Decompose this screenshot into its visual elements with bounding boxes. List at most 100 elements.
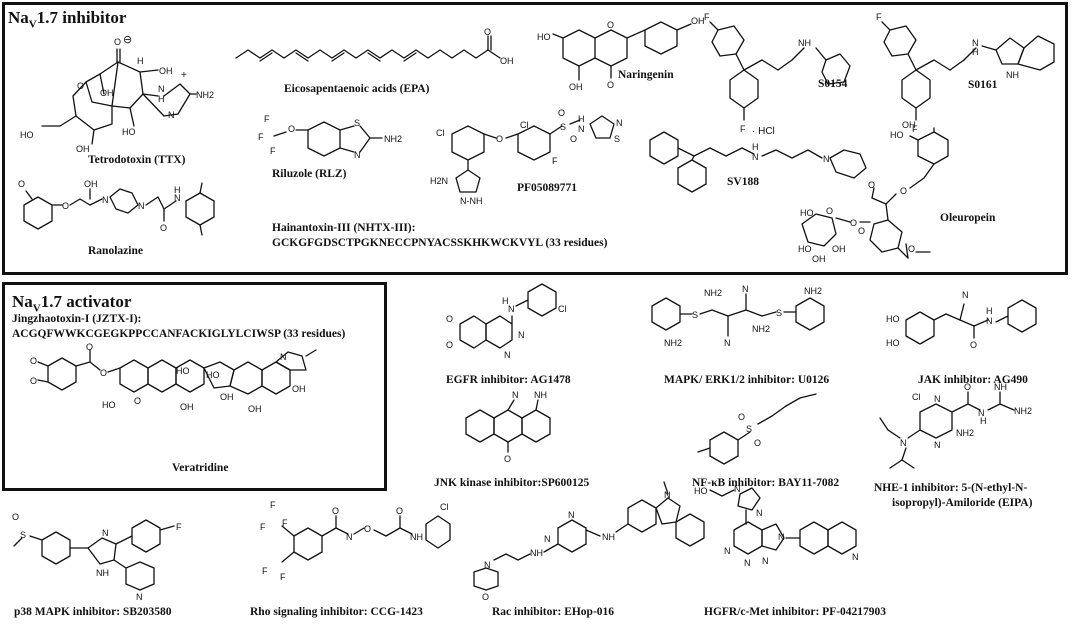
svg-text:N: N xyxy=(962,290,969,300)
svg-text:N: N xyxy=(174,193,181,203)
svg-text:N: N xyxy=(354,150,361,160)
svg-text:N: N xyxy=(778,532,785,542)
pf04217903-label: HGFR/c-Met inhibitor: PF-04217903 xyxy=(704,606,887,618)
svg-text:Cl: Cl xyxy=(436,128,445,138)
svg-text:HO: HO xyxy=(886,338,900,348)
svg-text:O: O xyxy=(754,438,761,448)
ccg1423-label: Rho signaling inhibitor: CCG-1423 xyxy=(250,606,423,618)
svg-text:HO: HO xyxy=(102,400,116,410)
sv188-structure: H N N · HCl xyxy=(649,126,867,193)
svg-text:O: O xyxy=(908,244,915,254)
svg-text:O: O xyxy=(868,180,875,190)
tetrodotoxin-structure: O ⊖ O OH H OH N H + NH2 N HO HO OH xyxy=(20,34,214,154)
svg-text:F: F xyxy=(282,518,288,528)
svg-text:⊖: ⊖ xyxy=(123,34,132,46)
pf05089771-structure: Cl O Cl F S O O H N N S H2N N-NH xyxy=(430,108,623,206)
ttx-label: Tetrodotoxin (TTX) xyxy=(88,154,186,166)
svg-text:F: F xyxy=(264,114,270,124)
svg-text:O: O xyxy=(288,124,295,134)
inhibitor-panel xyxy=(2,2,1068,275)
svg-text:NH2: NH2 xyxy=(752,324,770,334)
svg-text:· HCl: · HCl xyxy=(752,126,775,137)
svg-text:H: H xyxy=(158,94,165,104)
svg-text:NH: NH xyxy=(798,38,811,48)
pf04217903-structure: HO N N N N N N N xyxy=(694,484,859,568)
svg-text:F: F xyxy=(258,132,264,142)
svg-text:NH: NH xyxy=(410,532,423,542)
svg-text:N: N xyxy=(852,552,859,562)
svg-text:H: H xyxy=(972,47,979,57)
sb203580-label: p38 MAPK inhibitor: SB203580 xyxy=(14,606,172,618)
svg-text:N: N xyxy=(724,338,731,348)
svg-text:OH: OH xyxy=(248,404,262,414)
svg-text:H: H xyxy=(502,296,509,306)
veratridine-structure: O O O O N O HO HO HO OH OH OH OH xyxy=(30,342,317,414)
svg-text:S: S xyxy=(20,530,26,540)
svg-text:OH: OH xyxy=(159,66,173,76)
pf05089771-label: PF05089771 xyxy=(517,182,578,194)
svg-text:NH: NH xyxy=(534,390,547,400)
oleuropein-label: Oleuropein xyxy=(940,212,996,224)
svg-text:O: O xyxy=(114,37,121,47)
svg-text:OH: OH xyxy=(569,82,583,92)
svg-text:S: S xyxy=(692,310,698,320)
svg-text:O: O xyxy=(160,223,167,233)
eipa-structure: Cl N N O N H NH NH2 NH2 N xyxy=(879,382,1032,469)
svg-text:HO: HO xyxy=(800,208,814,218)
svg-text:N: N xyxy=(158,84,165,94)
svg-text:HO: HO xyxy=(537,32,551,42)
svg-text:NH: NH xyxy=(1006,70,1019,80)
ag490-structure: HO HO N O H N xyxy=(886,290,1037,350)
svg-text:N: N xyxy=(986,316,993,326)
svg-text:OH: OH xyxy=(812,254,826,264)
svg-text:O: O xyxy=(482,592,489,602)
svg-text:OH: OH xyxy=(500,56,514,66)
svg-text:O: O xyxy=(134,396,141,406)
svg-text:OH: OH xyxy=(902,120,916,130)
svg-text:N: N xyxy=(752,152,759,162)
svg-text:N: N xyxy=(664,490,671,500)
svg-text:O: O xyxy=(570,134,577,144)
svg-text:O: O xyxy=(504,454,511,464)
svg-text:N: N xyxy=(900,438,907,448)
svg-text:OH: OH xyxy=(292,384,306,394)
svg-text:O: O xyxy=(12,512,19,522)
svg-text:O: O xyxy=(30,376,37,386)
sv188-label: SV188 xyxy=(727,176,759,188)
svg-text:O: O xyxy=(850,218,857,228)
svg-text:N: N xyxy=(972,38,979,48)
svg-text:H2N: H2N xyxy=(430,176,448,186)
svg-text:NH2: NH2 xyxy=(384,134,402,144)
svg-text:N: N xyxy=(823,154,830,164)
sp600125-structure: N NH O xyxy=(465,390,551,464)
svg-text:N: N xyxy=(568,510,575,520)
svg-text:HO: HO xyxy=(20,130,34,140)
svg-text:HO: HO xyxy=(798,244,812,254)
svg-text:N: N xyxy=(762,556,769,566)
svg-text:H: H xyxy=(986,306,993,316)
ranolazine-structure: O O OH N N O H N xyxy=(18,179,215,236)
naringenin-label: Naringenin xyxy=(618,69,674,81)
jztx-name: Jingzhaotoxin-I (JZTX-I): xyxy=(12,313,142,325)
svg-text:N: N xyxy=(724,546,731,556)
s0154-label: S0154 xyxy=(818,78,848,90)
svg-text:O: O xyxy=(900,186,907,196)
svg-text:H: H xyxy=(137,56,144,66)
svg-text:O: O xyxy=(77,81,84,91)
svg-text:O: O xyxy=(30,356,37,366)
svg-text:O: O xyxy=(62,201,69,211)
svg-text:F: F xyxy=(912,124,918,134)
ccg1423-structure: F F F F F O N O O NH Cl xyxy=(260,500,451,582)
svg-text:F: F xyxy=(704,12,710,22)
svg-text:F: F xyxy=(270,146,276,156)
s0161-structure: F N H NH F xyxy=(876,12,1055,134)
s0161-label: S0161 xyxy=(968,79,998,91)
svg-text:NH: NH xyxy=(602,532,615,542)
svg-text:F: F xyxy=(876,12,882,22)
svg-text:O: O xyxy=(558,108,565,118)
svg-text:O: O xyxy=(446,314,453,324)
svg-text:N: N xyxy=(734,484,741,494)
svg-text:S: S xyxy=(614,134,620,144)
svg-text:F: F xyxy=(270,500,276,510)
s0154-structure: F NH F xyxy=(704,12,851,134)
